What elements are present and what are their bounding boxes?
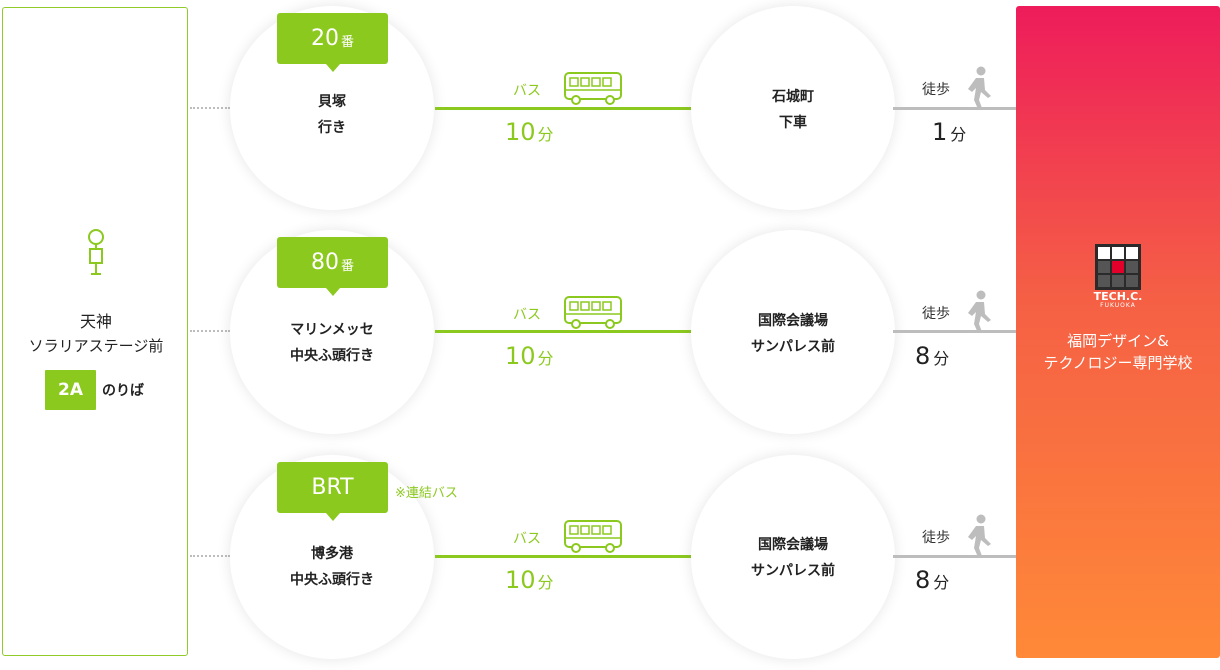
logo-subtext: FUKUOKA xyxy=(1100,302,1136,309)
stop-name-line2: 下車 xyxy=(779,115,807,131)
stop-name-line1: 国際会議場 xyxy=(758,537,828,553)
route-circle: マリンメッセ 中央ふ頭行き xyxy=(230,230,434,434)
stop-name-line2: サンパレス前 xyxy=(751,563,835,579)
walking-person-icon xyxy=(968,290,991,333)
stop-circle: 石城町 下車 xyxy=(691,6,895,210)
platform-badge: 2A xyxy=(45,370,96,410)
articulated-bus-note: ※連結バス xyxy=(395,486,458,501)
bus-time-value: 10 xyxy=(505,118,536,146)
bus-icon xyxy=(564,520,622,553)
bus-label: バス xyxy=(513,83,541,99)
route-destination-line1: マリンメッセ xyxy=(290,322,374,338)
walking-person-icon xyxy=(968,66,991,109)
walk-time-unit: 分 xyxy=(933,349,950,368)
bus-icon xyxy=(564,296,622,329)
school-logo-icon xyxy=(1095,244,1141,290)
platform: 2A のりば xyxy=(45,370,144,410)
stop-name-line1: 石城町 xyxy=(772,89,814,105)
walk-time-value: 8 xyxy=(915,342,931,370)
bus-line xyxy=(435,555,692,558)
logo-text: TECH.C. xyxy=(1093,290,1143,303)
origin-name-line1: 天神 xyxy=(79,312,112,331)
route-destination-line2: 行き xyxy=(318,120,346,136)
origin-name-line2: ソラリアステージ前 xyxy=(28,337,164,355)
platform-label: のりば xyxy=(102,383,144,399)
route-number: 80 xyxy=(310,250,339,275)
walk-label: 徒歩 xyxy=(922,82,950,98)
stop-circle: 国際会議場 サンパレス前 xyxy=(691,230,895,434)
route-destination-line2: 中央ふ頭行き xyxy=(290,572,374,588)
walk-line xyxy=(893,330,1017,333)
connector-dots xyxy=(190,330,230,332)
bus-line xyxy=(435,107,692,110)
walk-label: 徒歩 xyxy=(922,306,950,322)
destination-name-line2: テクノロジー専門学校 xyxy=(1043,354,1193,372)
stop-name-line1: 国際会議場 xyxy=(758,313,828,329)
destination-name-line1: 福岡デザイン& xyxy=(1067,332,1169,350)
bus-time-value: 10 xyxy=(505,566,536,594)
stop-name-line2: サンパレス前 xyxy=(751,339,835,355)
walk-time-value: 8 xyxy=(915,566,931,594)
bus-icon xyxy=(564,72,622,105)
route-number-suffix: 番 xyxy=(340,35,354,50)
walk-label: 徒歩 xyxy=(922,530,950,546)
connector-dots xyxy=(190,555,230,557)
walk-time-unit: 分 xyxy=(933,573,950,592)
bus-time-unit: 分 xyxy=(537,125,554,144)
walk-line xyxy=(893,555,1017,558)
route-number-tag: BRT xyxy=(277,462,388,521)
bus-time-unit: 分 xyxy=(537,349,554,368)
stop-circle: 国際会議場 サンパレス前 xyxy=(691,455,895,659)
bus-label: バス xyxy=(513,531,541,547)
route-number: 20 xyxy=(310,26,339,51)
route-number-suffix: 番 xyxy=(340,259,354,274)
route-destination-line2: 中央ふ頭行き xyxy=(290,348,374,364)
walking-person-icon xyxy=(968,514,991,557)
bus-time-value: 10 xyxy=(505,342,536,370)
bus-stop-icon xyxy=(88,229,104,275)
bus-time-unit: 分 xyxy=(537,573,554,592)
walk-time-value: 1 xyxy=(932,118,948,146)
walk-time-unit: 分 xyxy=(950,125,967,144)
route-destination-line1: 貝塚 xyxy=(318,94,346,110)
connector-dots xyxy=(190,107,230,109)
walk-line xyxy=(893,107,1017,110)
bus-line xyxy=(435,330,692,333)
bus-label: バス xyxy=(513,307,541,323)
route-destination-line1: 博多港 xyxy=(311,546,353,562)
route-number: BRT xyxy=(311,475,354,500)
destination-panel xyxy=(1016,6,1220,658)
origin-panel: 天神 ソラリアステージ前 2A のりば xyxy=(2,7,188,656)
